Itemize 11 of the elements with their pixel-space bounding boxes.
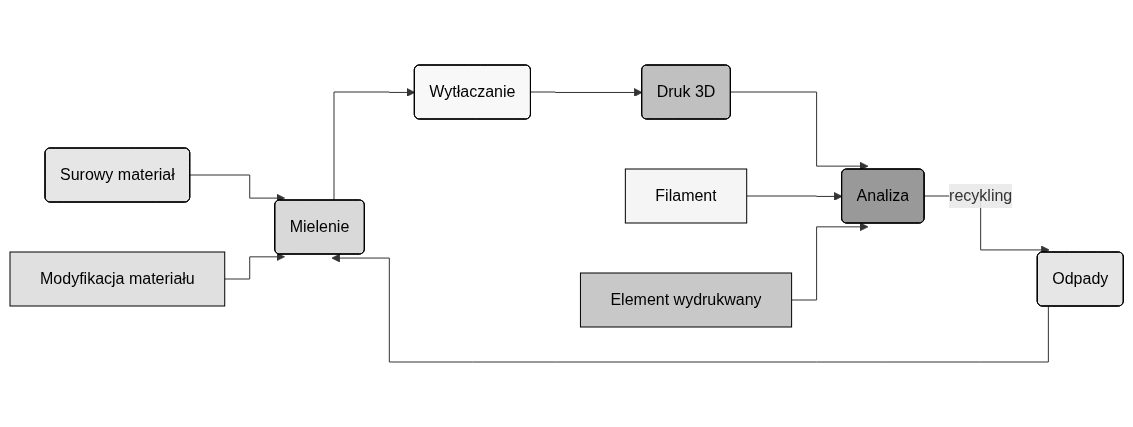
arrow [730,91,869,171]
arrow [790,222,869,301]
node-box: Filament [624,168,748,224]
edge-label: recykling [948,187,1013,204]
arrow [746,192,843,201]
arrow [224,252,285,280]
node-box: Modyfikacja materiału [9,251,226,307]
arrow [530,88,643,97]
node-box: Element wydrukwany [579,272,792,328]
arrow [333,88,416,201]
arrow [331,253,1049,363]
